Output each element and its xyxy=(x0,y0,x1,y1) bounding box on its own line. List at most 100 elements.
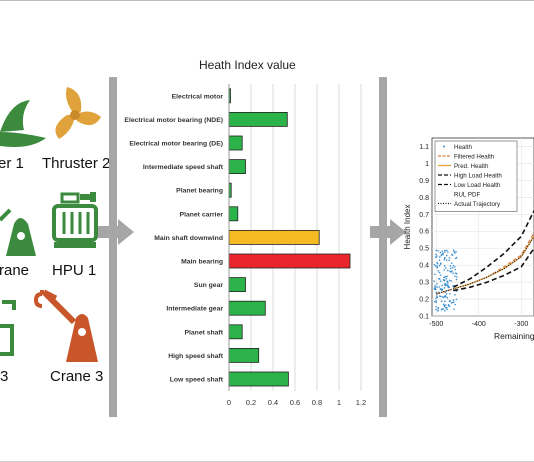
health-point xyxy=(436,262,439,265)
legend-entry: Filtered Health xyxy=(454,154,495,161)
health-point xyxy=(444,300,446,303)
health-point xyxy=(445,277,448,280)
y-tick-label: 0.6 xyxy=(419,229,429,236)
health-point xyxy=(453,308,455,310)
health-point xyxy=(448,257,451,259)
x-tick-label: 1.2 xyxy=(356,398,366,407)
health-point xyxy=(445,283,447,285)
category-label: Electrical motor bearing (DE) xyxy=(129,141,223,148)
y-axis-label: Health Index xyxy=(403,205,412,250)
health-point xyxy=(437,269,440,272)
health-point xyxy=(434,264,437,267)
health-point xyxy=(454,252,456,254)
health-point xyxy=(438,271,441,274)
health-point xyxy=(445,259,448,262)
health-point xyxy=(442,252,444,254)
health-point xyxy=(439,295,441,297)
health-point xyxy=(454,268,457,271)
health-point xyxy=(435,253,437,256)
health-point xyxy=(448,259,450,262)
category-label: Main shaft downwind xyxy=(154,235,223,242)
bar xyxy=(228,229,320,245)
category-label: High speed shaft xyxy=(168,353,223,360)
health-point xyxy=(438,259,441,262)
component-label: rane xyxy=(0,262,30,279)
health-point xyxy=(445,293,448,295)
health-point xyxy=(435,301,437,304)
category-label: Intermediate gear xyxy=(166,306,223,313)
health-point xyxy=(438,286,440,288)
health-point xyxy=(451,301,454,304)
health-point xyxy=(433,300,436,303)
crane-icon xyxy=(0,300,16,356)
health-point xyxy=(447,269,449,272)
x-tick-label: -500 xyxy=(429,321,443,328)
health-point xyxy=(442,308,445,310)
health-point xyxy=(444,249,446,252)
health-point xyxy=(433,280,435,282)
bar xyxy=(228,347,260,363)
component-label: Thruster 2 xyxy=(42,155,111,172)
y-tick-label: 0.7 xyxy=(419,212,429,219)
health-point xyxy=(455,278,458,281)
health-point xyxy=(439,288,442,291)
bar xyxy=(228,253,351,269)
health-point xyxy=(447,251,449,253)
health-point xyxy=(444,251,446,253)
health-point xyxy=(446,275,448,278)
legend-entry: Actual Trajectory xyxy=(454,201,501,208)
x-tick-label: 0.6 xyxy=(290,398,300,407)
health-point xyxy=(439,274,442,276)
health-point xyxy=(440,254,443,257)
health-point xyxy=(443,258,446,261)
x-tick-label: -400 xyxy=(472,321,486,328)
x-tick-label: 0.2 xyxy=(246,398,256,407)
health-point xyxy=(455,256,458,259)
health-point xyxy=(443,269,446,271)
health-point xyxy=(435,256,437,258)
health-point xyxy=(445,254,448,257)
health-point xyxy=(443,265,446,267)
health-point xyxy=(435,308,437,311)
health-point xyxy=(454,275,456,278)
category-label: Electrical motor xyxy=(172,93,224,100)
health-point xyxy=(452,272,454,275)
health-point xyxy=(453,251,455,253)
health-point xyxy=(450,271,452,273)
series-line xyxy=(453,247,534,292)
component-label: 3 xyxy=(0,368,9,385)
bar xyxy=(228,300,266,316)
x-tick-label: -300 xyxy=(514,321,528,328)
health-point xyxy=(448,279,451,282)
health-point xyxy=(436,266,439,269)
category-label: Planet shaft xyxy=(184,329,223,336)
category-label: Low speed shaft xyxy=(170,377,224,384)
health-trajectory-line-chart: 0.10.20.30.40.50.60.70.80.911.1-500-400-… xyxy=(403,137,534,341)
divider-bar-right xyxy=(379,77,387,417)
health-point xyxy=(436,255,438,257)
health-point xyxy=(436,296,439,299)
x-axis-label: Remaining xyxy=(494,331,534,341)
health-point xyxy=(435,305,437,308)
health-point xyxy=(441,284,443,287)
health-point xyxy=(449,267,452,270)
health-point xyxy=(436,261,438,264)
bar xyxy=(228,277,246,293)
bar xyxy=(228,112,288,127)
health-point xyxy=(452,284,454,287)
health-point xyxy=(443,257,446,259)
category-label: Main bearing xyxy=(181,259,223,266)
health-point xyxy=(434,288,437,291)
health-point xyxy=(441,308,443,311)
legend-entry: Health xyxy=(454,144,472,151)
health-point xyxy=(445,284,448,286)
x-tick-label: 0.4 xyxy=(268,398,278,407)
health-point xyxy=(433,263,436,266)
health-point xyxy=(437,307,439,310)
legend-swatch xyxy=(443,145,445,148)
health-point xyxy=(441,295,443,298)
y-tick-label: 1 xyxy=(425,161,429,168)
health-point xyxy=(444,294,447,297)
health-point xyxy=(438,278,441,280)
health-point xyxy=(452,299,455,301)
